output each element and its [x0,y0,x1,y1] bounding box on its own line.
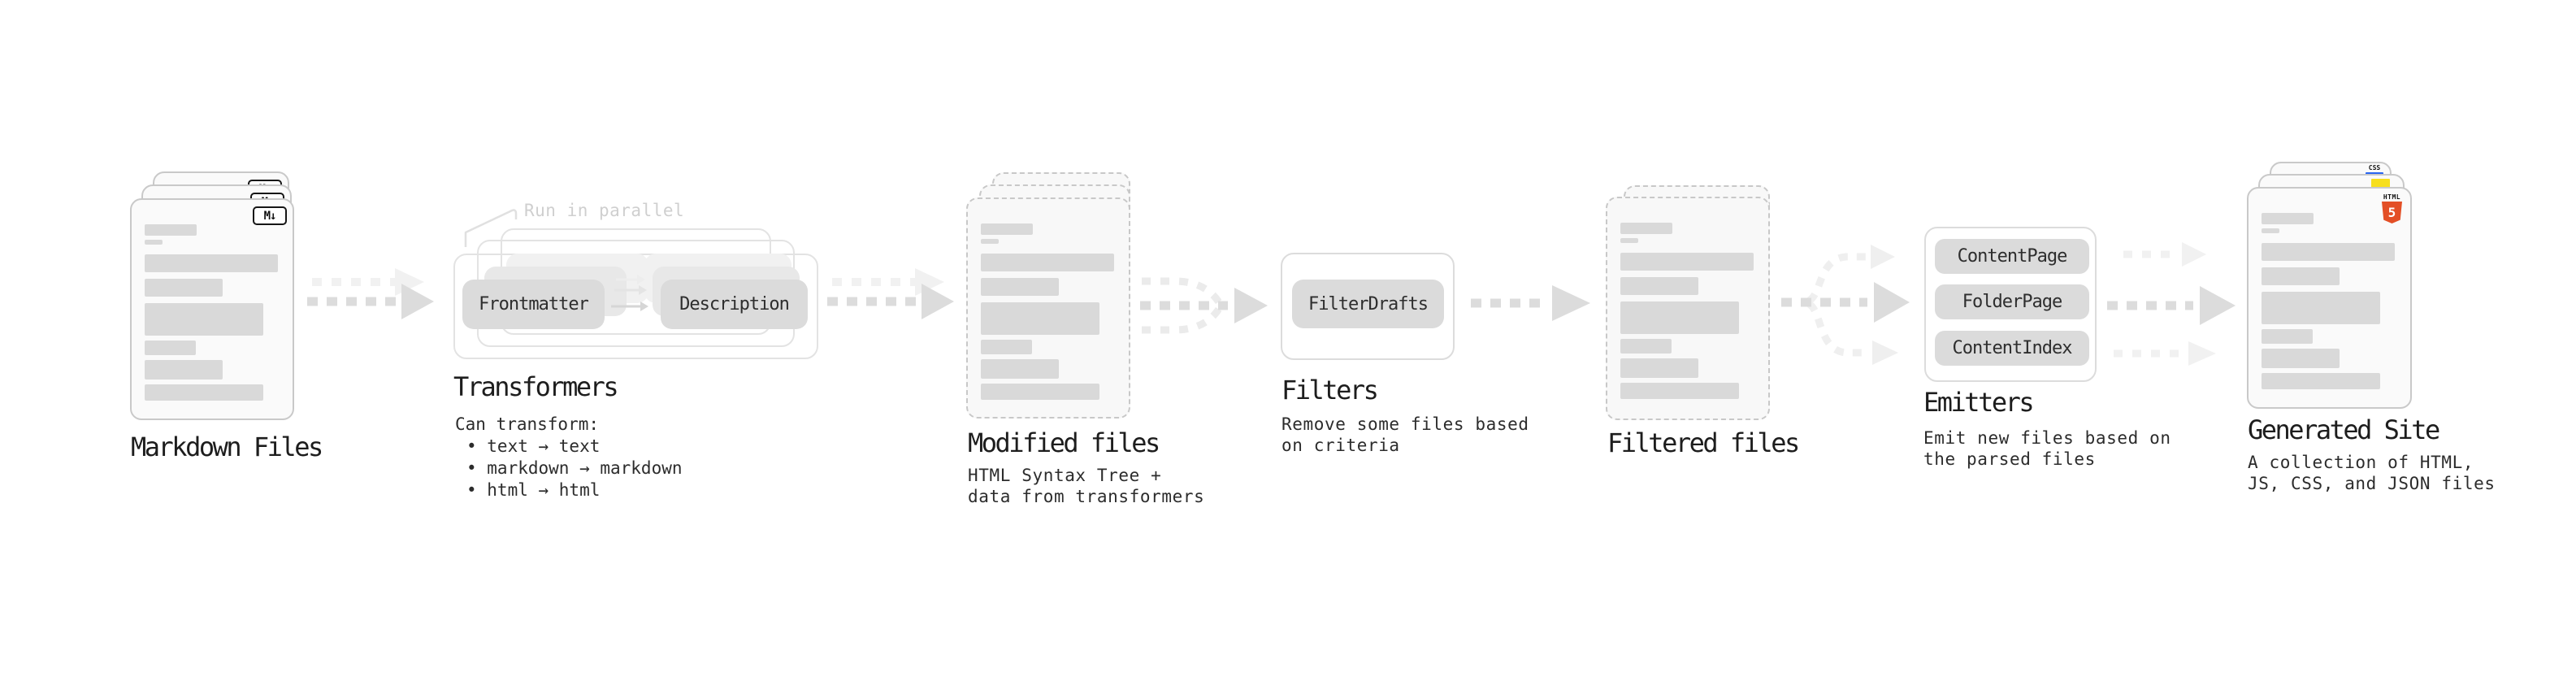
markdown-icon-text: M↓ [263,209,277,223]
emitters-caption: Emit new files based on the parsed files [1923,427,2171,470]
caption-line: data from transformers [968,487,1205,506]
caption-line: Remove some files based [1281,414,1529,434]
markdown-files-label: Markdown Files [131,432,323,462]
emitters-label: Emitters [1923,387,2035,418]
emitters-box: ContentPage FolderPage ContentIndex [1924,227,2097,382]
transformers-label: Transformers [453,371,619,402]
caption-line: Emit new files based on [1923,428,2171,448]
arrow-emitters-to-generated [2107,242,2236,366]
html5-number: 5 [2387,205,2396,220]
caption-line: A collection of HTML, [2248,453,2474,472]
css-icon-text: CSS [2368,164,2381,171]
caption-line: JS, CSS, and JSON files [2248,474,2496,493]
html5-shield: 5 [2382,202,2402,223]
description-pill: Description [661,280,808,329]
contentindex-pill: ContentIndex [1935,331,2089,366]
filters-caption: Remove some files based on criteria [1281,414,1529,456]
caption-line: • html → html [466,480,601,500]
caption-line: Can transform: [455,414,600,434]
html5-icon-text: HTML [2383,193,2401,201]
filters-box: FilterDrafts [1281,253,1455,360]
markdown-file-doc-front: M↓ [130,198,294,420]
filtered-files-label: Filtered files [1607,427,1800,458]
arrow-modified-to-filters [1140,277,1268,334]
annotation-callout-line [464,209,518,247]
filtered-file-doc-front [1606,197,1770,420]
markdown-icon: M↓ [253,206,287,225]
js-file-icon [2371,179,2390,189]
parallel-arrows-icon [611,275,648,311]
modified-file-doc-front [966,197,1130,419]
html5-icon: HTML 5 [2382,193,2402,223]
run-in-parallel-annotation: Run in parallel [524,201,685,220]
generated-site-label: Generated Site [2248,414,2440,445]
arrow-filtered-to-emitters [1781,245,1910,365]
doc-content-bars [2262,213,2395,389]
arrow-transformers-to-modified [827,268,954,319]
doc-content-bars [145,224,278,401]
transformers-caption: Can transform: • text → text • markdown … [455,414,683,501]
arrow-filters-to-filtered [1471,285,1590,321]
caption-line: on criteria [1281,436,1400,455]
modified-files-label: Modified files [968,427,1160,458]
contentpage-pill: ContentPage [1935,239,2089,274]
frontmatter-pill: Frontmatter [462,280,605,329]
caption-line: • markdown → markdown [466,458,683,478]
arrow-markdown-to-transformers [307,268,434,319]
doc-content-bars [981,223,1114,400]
caption-line: the parsed files [1923,449,2096,469]
folderpage-pill: FolderPage [1935,284,2089,319]
generated-doc-front: HTML 5 [2247,187,2412,409]
caption-line: HTML Syntax Tree + [968,466,1162,485]
generated-site-caption: A collection of HTML, JS, CSS, and JSON … [2248,452,2496,494]
filterdrafts-pill: FilterDrafts [1292,280,1444,328]
modified-files-caption: HTML Syntax Tree + data from transformer… [968,465,1204,507]
filters-label: Filters [1281,375,1379,406]
caption-line: • text → text [466,436,601,456]
doc-content-bars [1620,223,1754,399]
